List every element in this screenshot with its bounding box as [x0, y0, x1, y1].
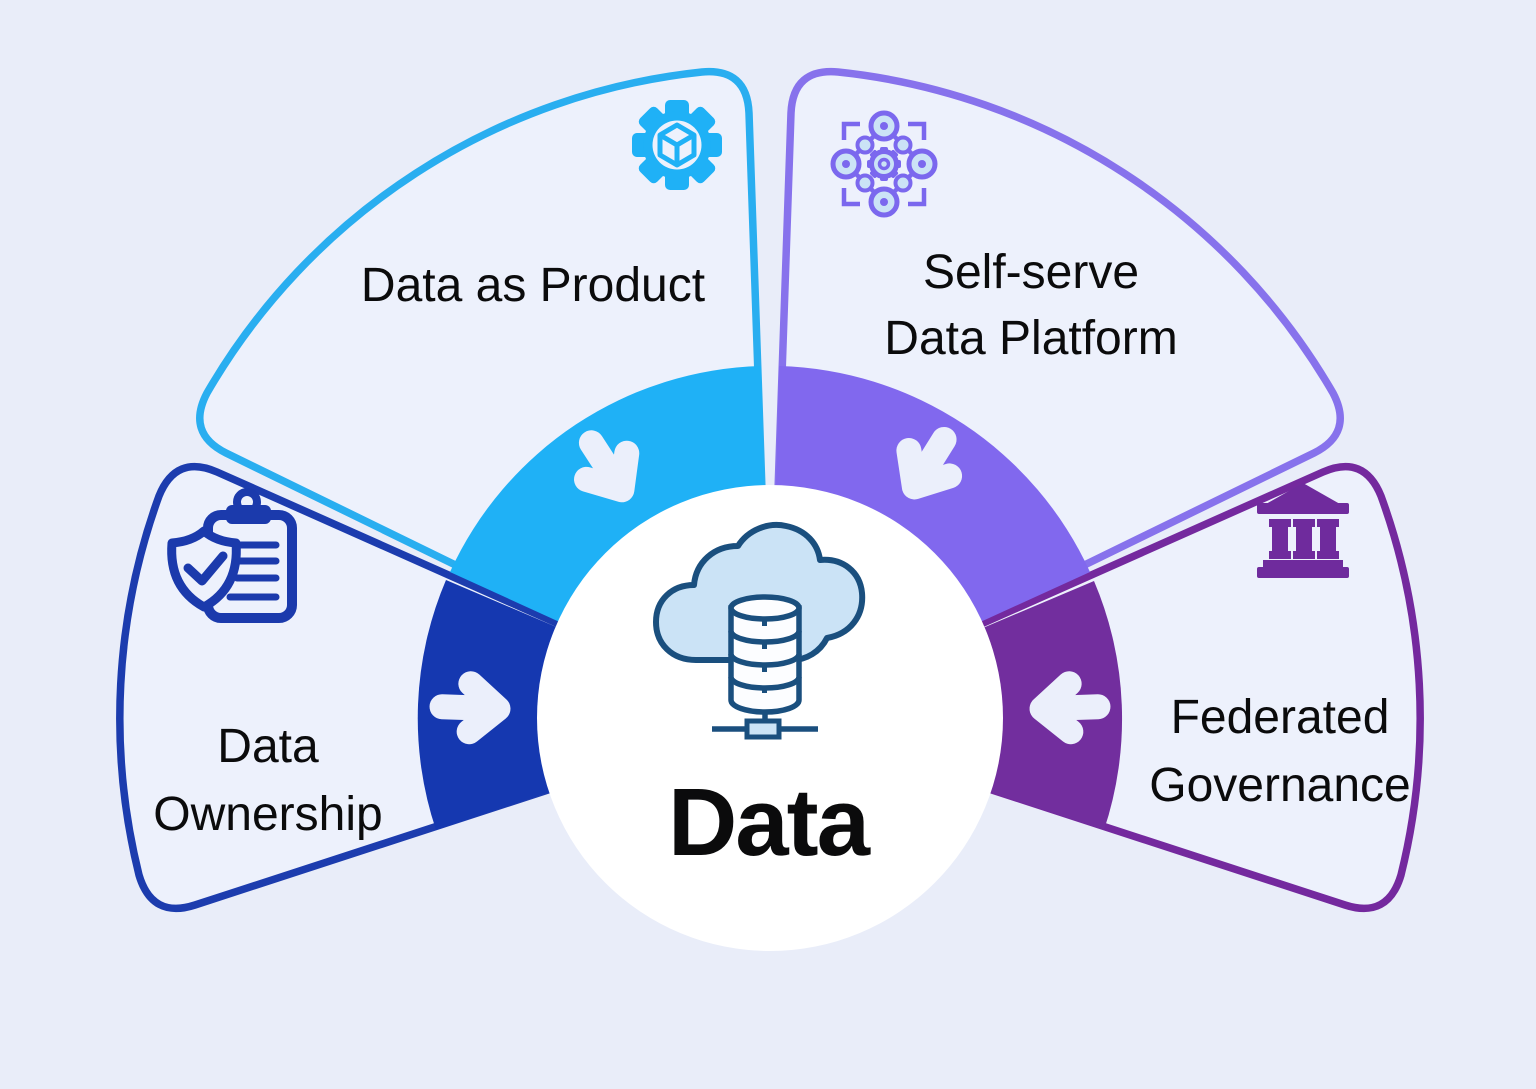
label-governance: Governance [1149, 759, 1411, 812]
inward-arrow-governance-icon [1029, 671, 1111, 745]
shield-clipboard-icon [167, 488, 297, 623]
inward-arrow-platform-icon [896, 426, 963, 500]
label-data-as-product: Data as Product [361, 259, 705, 312]
label-federated: Federated [1171, 691, 1390, 744]
bank-icon [1257, 483, 1349, 578]
cloud-database-icon [653, 522, 866, 740]
label-data-platform: Data Platform [884, 312, 1177, 365]
gear-cube-icon [632, 100, 722, 190]
label-data-ownership-line2: Ownership [153, 788, 382, 841]
inward-arrow-ownership-icon [429, 671, 511, 745]
network-nodes-icon [830, 110, 938, 218]
center-data-label: Data [668, 769, 871, 876]
label-self-serve: Self-serve [923, 246, 1139, 299]
inward-arrow-product-icon [574, 430, 640, 503]
center-circle [537, 485, 1003, 951]
label-data-ownership-line1: Data [217, 720, 319, 773]
